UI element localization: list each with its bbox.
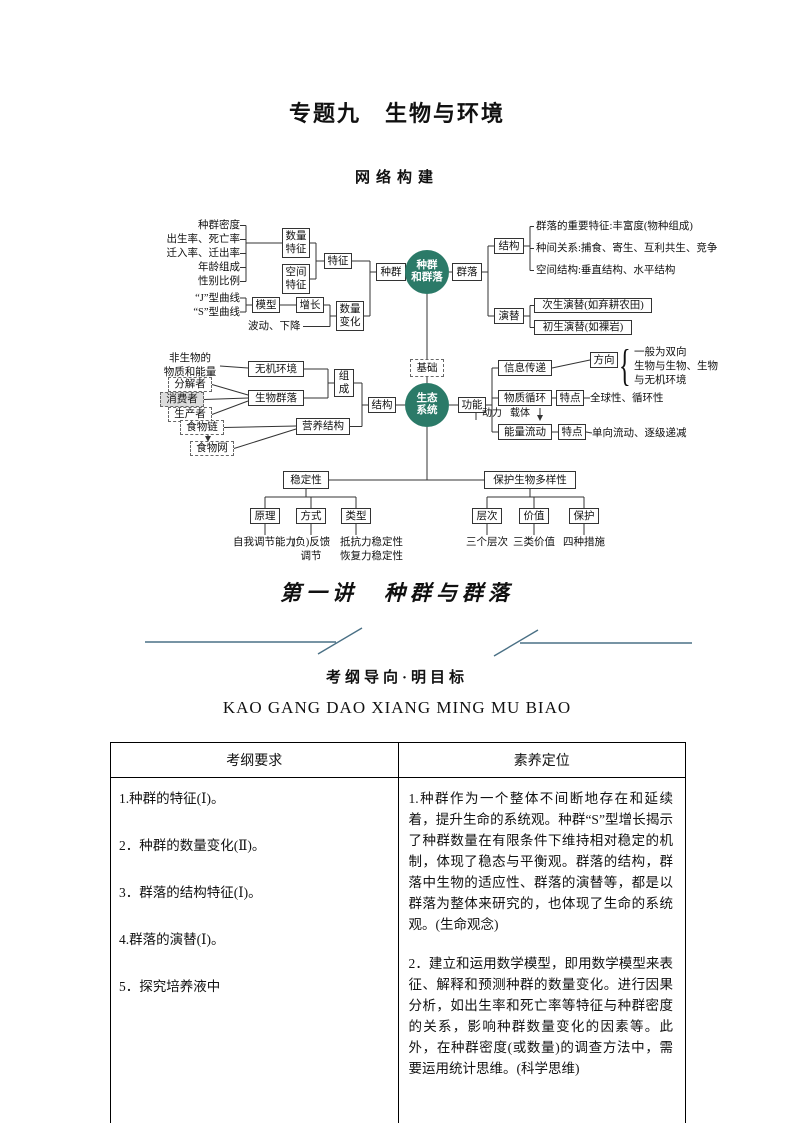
node-info-transfer: 信息传递 [498, 360, 552, 376]
node-level: 层次 [472, 508, 502, 524]
node-community-structure: 结构 [494, 238, 524, 254]
guide-label: 考纲导向·明目标 [325, 670, 468, 686]
requirement-item: 4.群落的演替(Ⅰ)。 [119, 932, 225, 947]
node-matter-feature-tag: 特点 [556, 390, 584, 406]
node-interspecies-relations: 种间关系:捕食、寄生、互利共生、竞争 [536, 243, 718, 254]
requirement-item: 5．探究培养液中 [119, 979, 221, 994]
node-space-feature: 空间特征 [282, 264, 310, 294]
guide-pinyin: KAO GANG DAO XIANG MING MU BIAO [222, 698, 572, 717]
node-eco-structure: 结构 [368, 397, 396, 413]
requirement-item: 1.种群的特征(Ⅰ)。 [119, 791, 225, 806]
table-header-row: 考纲要求 素养定位 [110, 742, 686, 778]
header-requirements: 考纲要求 [110, 742, 399, 778]
node-quantity-change: 数量变化 [336, 301, 364, 331]
network-section-label: 网络构建 [354, 170, 439, 186]
node-protect: 保护 [569, 508, 599, 524]
node-abiotic-matter-energy: 非生物的 物质和能量 [163, 353, 217, 378]
node-community: 群落 [452, 263, 482, 281]
node-principle: 原理 [250, 508, 280, 524]
node-population: 种群 [376, 263, 406, 281]
node-decomposer: 分解者 [168, 377, 212, 392]
node-power-label: 动力 [482, 408, 502, 419]
positioning-paragraph: 2．建立和运用数学模型，即用数学模型来表征、解释和预测种群的数量变化。进行因果分… [408, 956, 674, 1076]
node-self-regulation: 自我调节能力 [233, 537, 296, 548]
direction-brace: { [619, 341, 631, 390]
node-succession: 演替 [494, 308, 524, 324]
node-secondary-succession: 次生演替(如弃耕农田) [534, 298, 652, 313]
node-trophic-structure: 营养结构 [296, 418, 350, 435]
hub-population-and-community: 种群 和群落 [405, 250, 449, 294]
header-positioning: 素养定位 [397, 742, 686, 778]
node-stability-types: 抵抗力稳定性 恢复力稳定性 [340, 537, 403, 562]
node-consumer: 消费者 [160, 392, 204, 407]
cell-requirements: 1.种群的特征(Ⅰ)。 2．种群的数量变化(Ⅱ)。 3．群落的结构特征(Ⅰ)。 … [110, 777, 399, 1123]
node-model: 模型 [252, 297, 280, 313]
node-growth: 增长 [296, 297, 324, 313]
node-population-density: 种群密度 [198, 220, 240, 231]
node-j-curve: “J”型曲线 [195, 293, 240, 304]
node-feature: 特征 [324, 253, 352, 269]
node-stability: 稳定性 [283, 471, 329, 489]
node-direction-note-2: 生物与生物、生物 [634, 361, 718, 372]
node-protect-biodiversity: 保护生物多样性 [484, 471, 576, 489]
table-body-row: 1.种群的特征(Ⅰ)。 2．种群的数量变化(Ⅱ)。 3．群落的结构特征(Ⅰ)。 … [110, 777, 686, 1123]
node-three-values: 三类价值 [513, 537, 555, 548]
positioning-paragraph: 1.种群作为一个整体不间断地存在和延续着，提升生命的系统观。种群“S”型增长揭示… [408, 791, 674, 932]
node-biotic-community: 生物群落 [248, 390, 304, 406]
node-primary-succession: 初生演替(如裸岩) [534, 320, 632, 335]
node-s-curve: “S”型曲线 [193, 307, 240, 318]
node-function: 功能 [458, 397, 486, 413]
node-fluctuation-decline: 波动、下降 [248, 321, 301, 332]
cell-positioning: 1.种群作为一个整体不间断地存在和延续着，提升生命的系统观。种群“S”型增长揭示… [397, 777, 686, 1123]
node-matter-cycle: 物质循环 [498, 390, 552, 406]
page-title: 专题九 生物与环境 [288, 101, 505, 126]
node-richness: 群落的重要特征:丰富度(物种组成) [536, 221, 693, 232]
hub-ecosystem: 生态 系统 [405, 383, 449, 427]
node-spatial-structure: 空间结构:垂直结构、水平结构 [536, 265, 676, 276]
decorative-divider-lines [145, 627, 692, 657]
node-negative-feedback: (负)反馈 调节 [291, 537, 331, 562]
requirement-item: 2．种群的数量变化(Ⅱ)。 [119, 838, 266, 853]
node-basis: 基础 [410, 359, 444, 377]
node-direction-note-1: 一般为双向 [634, 347, 687, 358]
node-age-composition: 年龄组成 [198, 262, 240, 273]
node-migration-rate: 迁入率、迁出率 [166, 248, 241, 259]
node-four-measures: 四种措施 [563, 537, 605, 548]
node-energy-flow: 能量流动 [498, 424, 552, 440]
node-carrier-label: 载体 [510, 408, 530, 419]
node-sex-ratio: 性别比例 [198, 276, 240, 287]
node-method: 方式 [296, 508, 326, 524]
node-energy-feature-tag: 特点 [558, 424, 586, 440]
node-birth-death-rate: 出生率、死亡率 [166, 234, 241, 245]
requirement-item: 3．群落的结构特征(Ⅰ)。 [119, 885, 262, 900]
node-matter-feature: 全球性、循环性 [590, 393, 664, 404]
node-food-chain: 食物链 [180, 420, 224, 435]
node-value: 价值 [519, 508, 549, 524]
node-type: 类型 [341, 508, 371, 524]
lecture-title: 第一讲 种群与群落 [280, 581, 514, 605]
node-composition: 组成 [334, 369, 354, 397]
node-energy-feature: 单向流动、逐级递减 [592, 428, 687, 439]
node-direction: 方向 [590, 352, 618, 368]
node-inorganic-environment: 无机环境 [248, 361, 304, 377]
node-direction-note-3: 与无机环境 [634, 375, 687, 386]
syllabus-table: 考纲要求 素养定位 1.种群的特征(Ⅰ)。 2．种群的数量变化(Ⅱ)。 3．群落… [110, 742, 686, 1123]
node-quantity-feature: 数量特征 [282, 228, 310, 258]
node-food-web: 食物网 [190, 441, 234, 456]
node-three-levels: 三个层次 [466, 537, 508, 548]
